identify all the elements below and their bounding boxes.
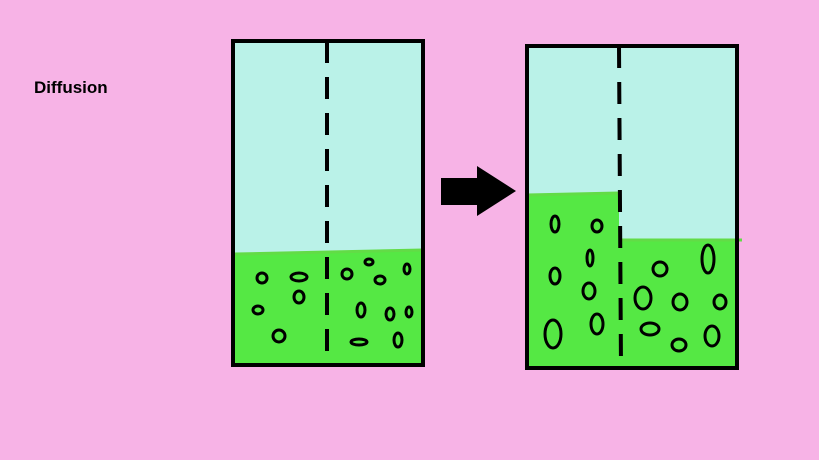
particle	[289, 271, 309, 283]
particle	[633, 285, 653, 311]
beaker-after-outline	[525, 44, 739, 370]
beaker-after-solution-left	[527, 193, 619, 368]
particle	[639, 321, 661, 337]
particle	[700, 243, 716, 275]
particle	[355, 301, 367, 319]
particle	[255, 271, 269, 285]
particle	[251, 304, 265, 316]
particle	[581, 281, 597, 301]
particle	[404, 305, 414, 319]
particle	[292, 289, 306, 305]
beaker-after-level-line-left	[526, 191, 620, 197]
particle	[543, 318, 563, 350]
particle	[590, 218, 604, 234]
beaker-before-water	[233, 41, 423, 253]
particle	[548, 266, 562, 286]
beaker-after-particles	[543, 214, 728, 353]
beaker-before	[231, 39, 425, 367]
beaker-after	[525, 44, 742, 370]
particle	[373, 274, 387, 286]
particle	[670, 337, 688, 353]
beaker-before-particles	[251, 257, 414, 349]
particle	[402, 262, 412, 276]
particle	[585, 248, 595, 268]
diagram-title: Diffusion	[34, 78, 108, 97]
particle	[340, 267, 354, 281]
particle	[651, 260, 669, 278]
particle	[712, 293, 728, 311]
particle	[363, 257, 375, 267]
particle	[671, 292, 689, 312]
particle	[384, 306, 396, 322]
particle	[349, 337, 369, 347]
particle	[271, 328, 287, 344]
particle	[703, 324, 721, 348]
particle	[589, 312, 605, 336]
particle	[549, 214, 561, 234]
particle	[392, 331, 404, 349]
beaker-before-level-line	[234, 248, 424, 256]
beaker-after-membrane	[617, 45, 623, 369]
arrow-right-icon	[441, 166, 516, 216]
